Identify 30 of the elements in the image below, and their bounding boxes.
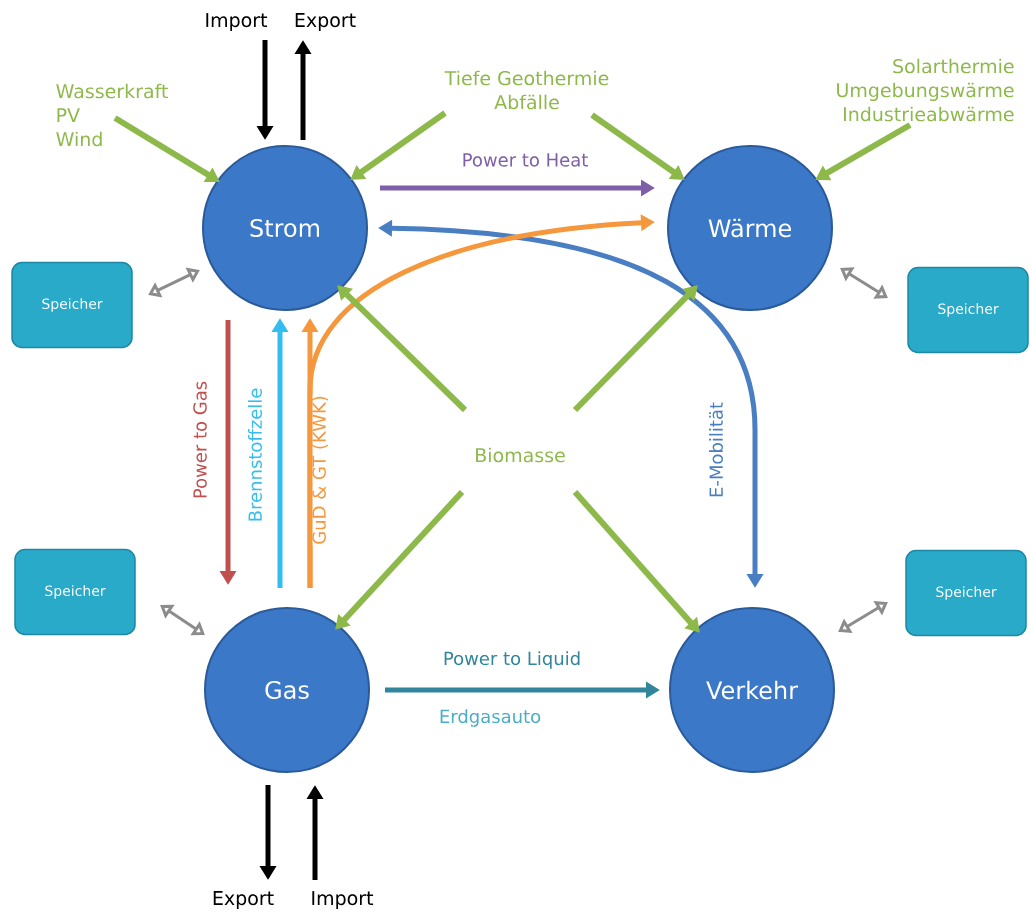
storage-box: Speicher (11, 261, 133, 349)
circle-node: Gas (204, 607, 370, 773)
source-label: Biomasse (476, 447, 565, 463)
source-label: Solarthermie Umgebungswärme Industrieabwärme (837, 58, 1014, 122)
storage-box: Speicher (907, 266, 1029, 354)
storage-box: Speicher (14, 548, 136, 636)
circle-node: Strom (202, 145, 368, 311)
double-arrow (838, 600, 888, 634)
double-arrow (160, 604, 205, 636)
flow-label: Export (295, 13, 356, 31)
arrow (337, 285, 468, 413)
edge-label: Brennstoffzelle (247, 386, 263, 524)
edge-label: E-Mobilität (708, 401, 724, 499)
flow-label: Import (312, 891, 374, 909)
flow-label: Import (206, 13, 268, 31)
circle-node: Wärme (667, 145, 833, 311)
flow-label: Export (213, 891, 274, 909)
source-label: Tiefe Geothermie Abfälle (444, 70, 609, 110)
circle-node: Verkehr (669, 607, 835, 773)
edge-label: Power to Liquid (441, 650, 583, 670)
edge-label: Power to Gas (192, 379, 208, 501)
arrow (572, 490, 700, 633)
arrow (572, 285, 698, 413)
double-arrow (148, 267, 200, 298)
arrow (335, 489, 465, 630)
text-label: Erdgasauto (440, 709, 541, 727)
double-arrow (840, 267, 888, 299)
edge-label: Power to Heat (460, 152, 590, 168)
storage-box: Speicher (905, 549, 1027, 637)
source-label: Wasserkraft PV Wind (56, 83, 168, 147)
